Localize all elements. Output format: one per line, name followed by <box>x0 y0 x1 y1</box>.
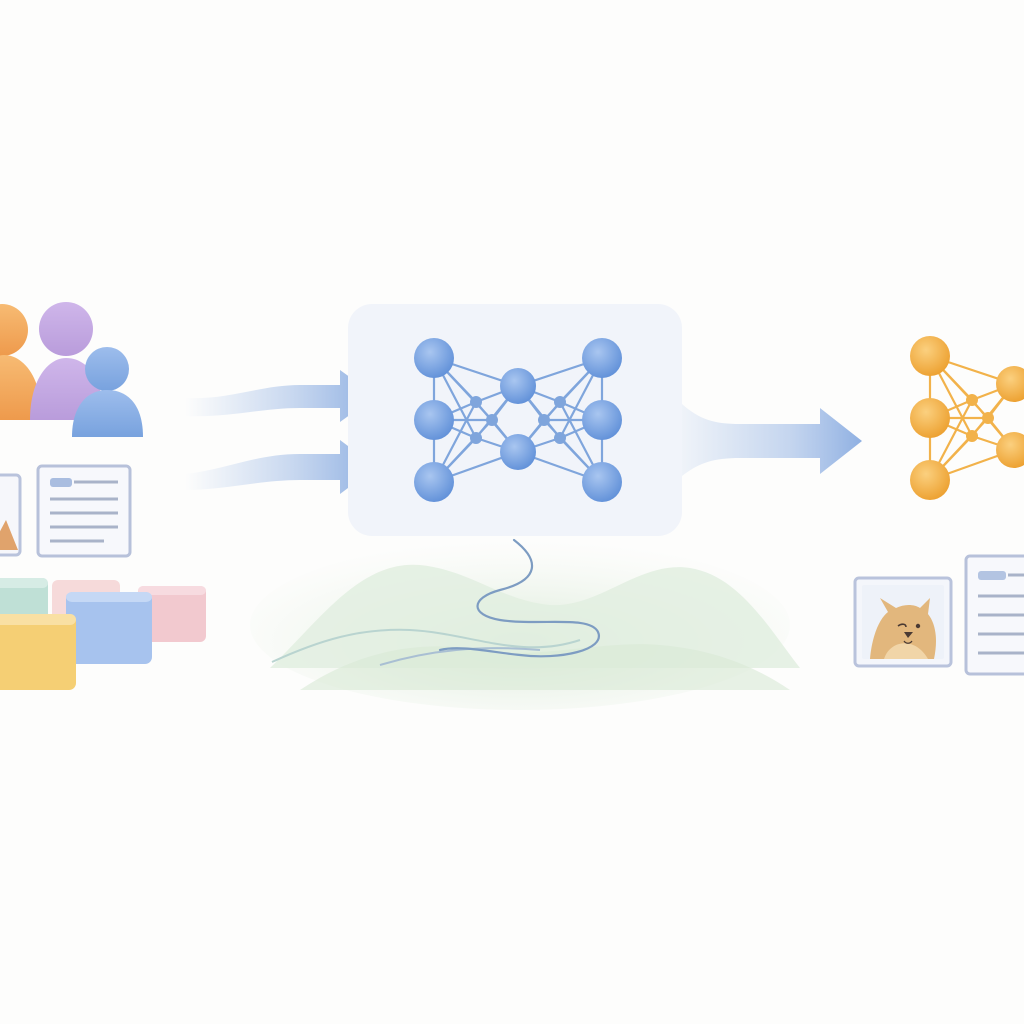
network-node <box>414 338 454 378</box>
data-block-blue <box>66 592 152 664</box>
network-node <box>582 338 622 378</box>
network-hub-node <box>486 414 498 426</box>
cat-image-icon <box>853 576 953 668</box>
image-card-icon <box>0 473 22 557</box>
network-node <box>996 432 1024 468</box>
network-node <box>910 336 950 376</box>
network-hub-node <box>966 430 978 442</box>
network-hub-node <box>982 412 994 424</box>
neural-network-icon <box>910 336 1024 500</box>
network-node <box>414 400 454 440</box>
landscape-hills-icon <box>250 540 800 710</box>
network-node <box>996 366 1024 402</box>
data-block-pink <box>138 586 206 642</box>
network-hub-node <box>554 432 566 444</box>
network-node <box>414 462 454 502</box>
network-node <box>910 398 950 438</box>
data-block-yellow <box>0 614 76 690</box>
text-document-icon <box>36 464 132 558</box>
network-node <box>500 434 536 470</box>
input-group <box>0 302 206 690</box>
network-hub-node <box>538 414 550 426</box>
output-group <box>853 336 1024 676</box>
text-document-icon <box>964 554 1024 676</box>
network-hub-node <box>966 394 978 406</box>
connector-cable <box>438 538 600 658</box>
network-hub-node <box>470 432 482 444</box>
network-hub-node <box>470 396 482 408</box>
network-node <box>500 368 536 404</box>
output-arrow <box>682 404 862 476</box>
model-box <box>348 304 682 536</box>
input-arrow-bottom <box>185 440 376 494</box>
network-hub-node <box>554 396 566 408</box>
person-icon-blue <box>72 347 143 437</box>
input-arrow-top <box>185 370 376 422</box>
network-node <box>582 462 622 502</box>
network-node <box>910 460 950 500</box>
neural-network-icon <box>414 338 622 502</box>
network-node <box>582 400 622 440</box>
